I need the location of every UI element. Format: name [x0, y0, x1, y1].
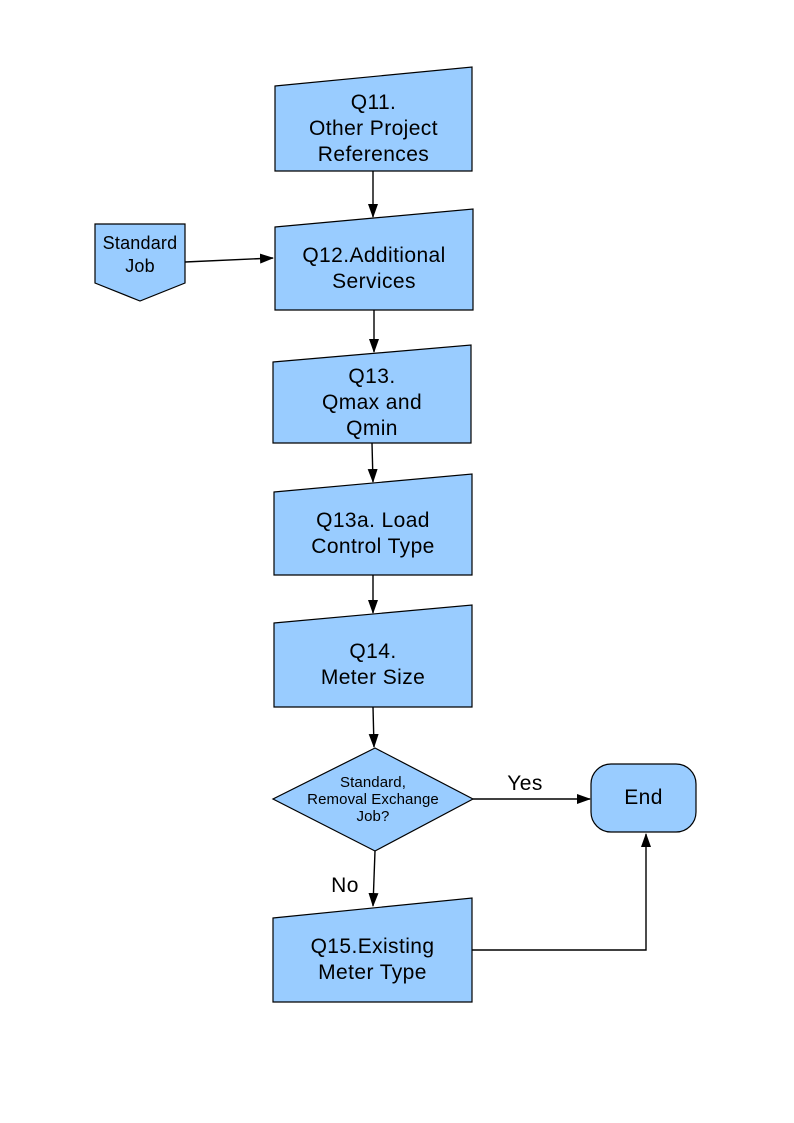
- node-q14-shape: [273, 604, 473, 708]
- connector-q15-to-end: [472, 833, 651, 951]
- node-q13a-shape: [273, 473, 473, 576]
- node-q12-shape: [274, 208, 474, 311]
- node-decision-shape: [271, 747, 475, 852]
- node-standard-job-shape: [94, 223, 186, 302]
- node-q11-shape: [274, 66, 473, 172]
- connector-q14-to-decision: [368, 706, 379, 748]
- connector-q13-to-q13a: [367, 442, 378, 483]
- node-q15-shape: [272, 897, 473, 1003]
- node-end-shape: [590, 763, 697, 833]
- connector-decision-no-to-q15: [368, 850, 379, 907]
- connector-standard-job-to-q12: [184, 253, 274, 264]
- node-q13-shape: [272, 344, 472, 444]
